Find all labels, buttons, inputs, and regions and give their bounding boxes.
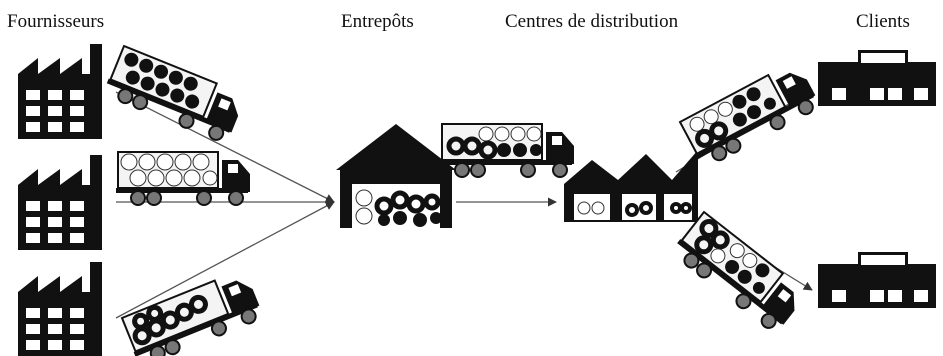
store-icon: [818, 50, 936, 106]
factory-icon: [18, 262, 102, 356]
truck-icon: [101, 44, 248, 146]
factory-icon: [18, 155, 102, 250]
warehouse-icon: [336, 124, 456, 228]
truck-icon: [677, 59, 823, 171]
warehouses-label: Entrepôts: [341, 11, 414, 32]
store-icon: [818, 252, 936, 308]
truck-icon: [439, 123, 575, 178]
arrow-supplier1-to-warehouse: [115, 91, 335, 203]
arrow-supplier3-to-warehouse: [115, 201, 335, 319]
distribution-centers-label: Centres de distribution: [505, 11, 679, 32]
truck-icon: [668, 209, 810, 337]
clients-label: Clients: [856, 11, 910, 32]
factory-icon: [18, 44, 102, 139]
truck-icon: [115, 151, 251, 206]
distribution-center-icon: [564, 150, 698, 222]
truck-icon: [119, 267, 266, 356]
suppliers-label: Fournisseurs: [7, 11, 105, 32]
